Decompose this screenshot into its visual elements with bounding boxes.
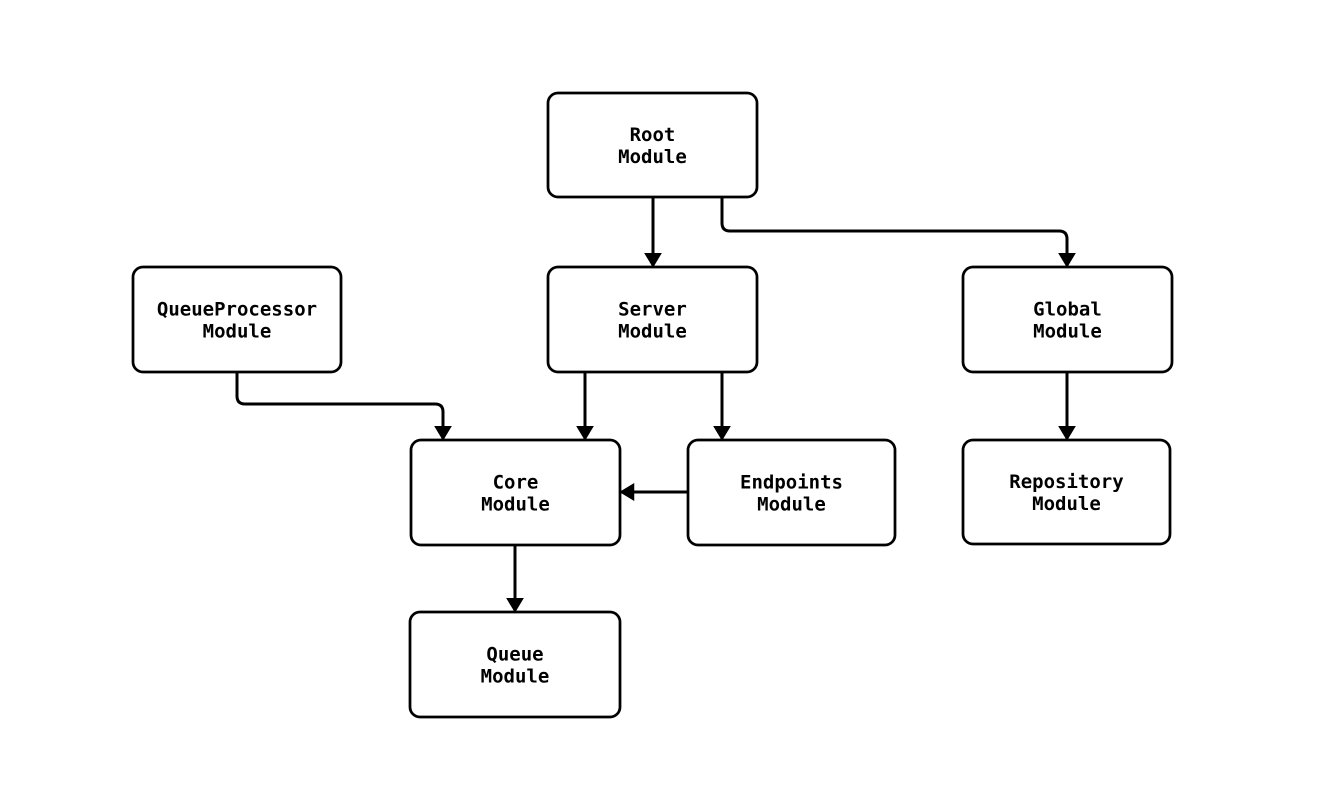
- node-box: [546, 265, 759, 374]
- node-label-line: Module: [618, 146, 687, 168]
- node-label-line: Module: [618, 321, 687, 343]
- edge-queueprocessor-core: [235, 372, 452, 441]
- node-label-line: Module: [1033, 321, 1102, 343]
- node-label-line: Module: [757, 494, 826, 516]
- node-label-line: Module: [481, 494, 550, 516]
- node-label-line: Repository: [1009, 471, 1123, 493]
- node-label-line: Core: [493, 472, 539, 494]
- node-label-line: Module: [1032, 493, 1101, 515]
- node-label-line: Module: [481, 666, 550, 688]
- node-box: [961, 438, 1172, 546]
- node-label-line: Endpoints: [740, 472, 843, 494]
- node-label-line: Queue: [486, 644, 543, 666]
- edge-root-global: [720, 197, 1076, 268]
- edge-line: [720, 197, 1076, 268]
- node-box: [686, 438, 897, 547]
- node-box: [131, 265, 343, 374]
- node-label-line: Server: [618, 299, 687, 321]
- node-label-line: Root: [630, 124, 676, 146]
- node-box: [961, 265, 1174, 374]
- node-box: [409, 438, 622, 547]
- node-label-line: Module: [203, 321, 272, 343]
- node-box: [546, 91, 759, 199]
- node-box: [408, 610, 622, 719]
- node-label-line: Global: [1033, 299, 1102, 321]
- edge-line: [235, 372, 452, 441]
- node-label-line: QueueProcessor: [157, 299, 317, 321]
